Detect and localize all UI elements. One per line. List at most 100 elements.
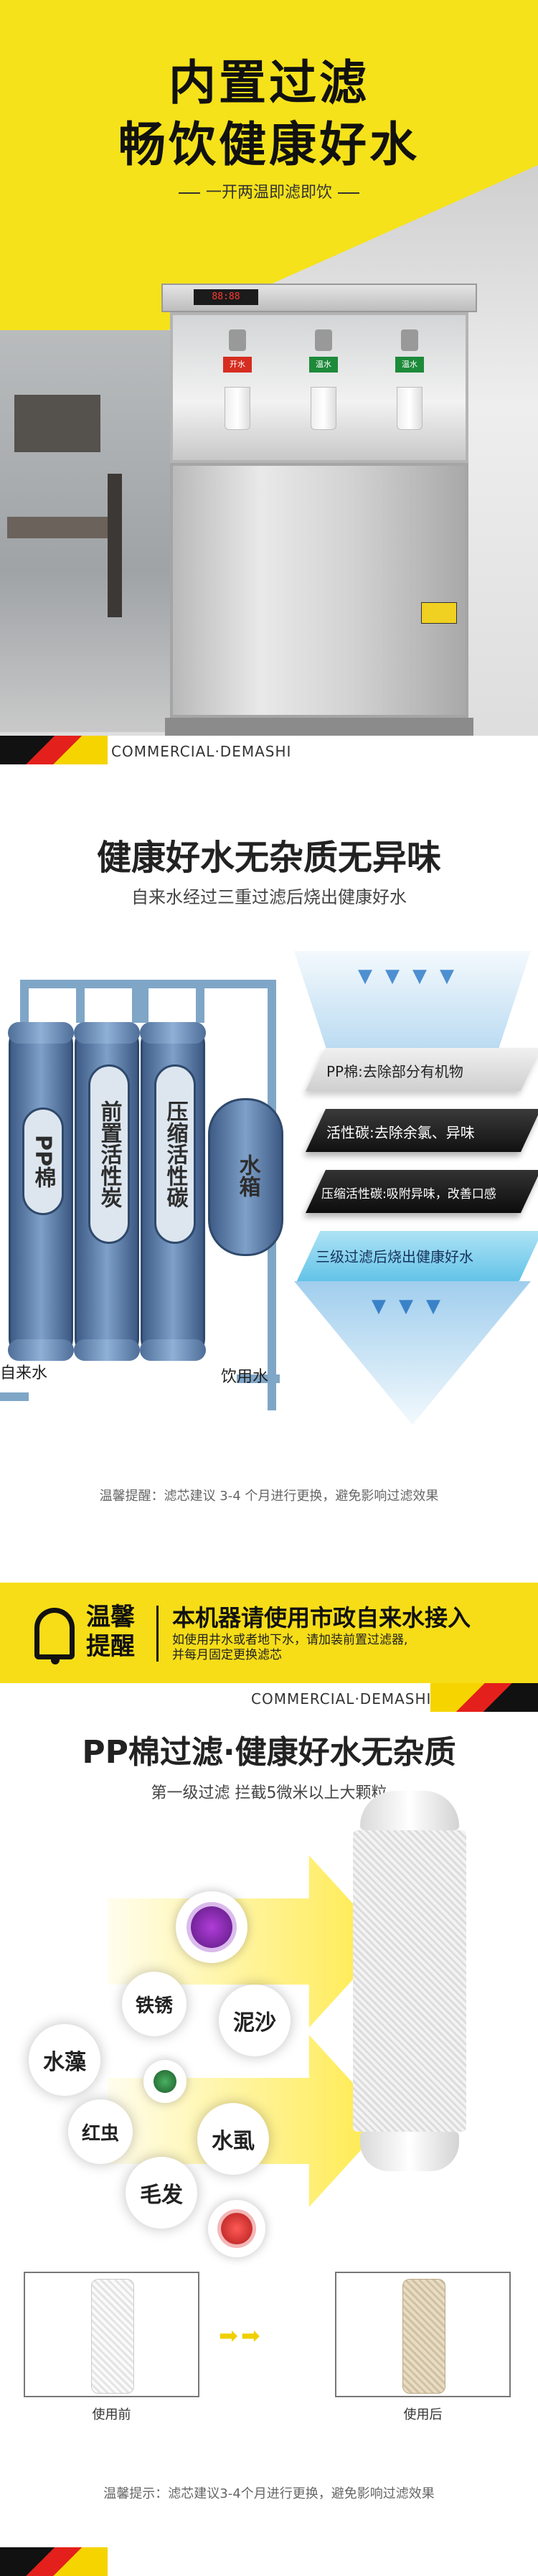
bacteria-icon bbox=[143, 2060, 187, 2103]
layer-label: 压缩活性碳:吸附异味，改善口感 bbox=[321, 1187, 496, 1202]
brand-text: COMMERCIAL·DEMASHI bbox=[251, 1690, 432, 1708]
notice-label-line: 温馨 bbox=[86, 1603, 135, 1631]
bacteria-icon-core bbox=[154, 2070, 176, 2093]
notice-label-line: 提醒 bbox=[86, 1631, 135, 1661]
germ-icon bbox=[208, 2200, 265, 2257]
cartridge-label: 前置活性炭 bbox=[88, 1064, 130, 1244]
cartridge-cap bbox=[360, 1791, 459, 1830]
brand-stripe bbox=[0, 2547, 108, 2576]
cup bbox=[311, 387, 336, 430]
divider bbox=[156, 1606, 159, 1662]
water-dispenser-image: 88:88 开水 温水 温水 bbox=[161, 284, 477, 736]
cup bbox=[225, 387, 250, 430]
brand-bar: COMMERCIAL·DEMASHI bbox=[0, 1683, 538, 1712]
arrow-icon: ➡➡ bbox=[219, 2322, 263, 2349]
pipe bbox=[237, 1374, 280, 1410]
tap-knob bbox=[315, 329, 332, 351]
hero-subtitle-text: 一开两温即滤即饮 bbox=[205, 184, 332, 202]
impurity-bubble: 泥沙 bbox=[219, 1985, 291, 2056]
inlet-label: 自来水 bbox=[0, 1364, 48, 1382]
filter-tip: 温馨提示：滤芯建议3-4个月进行更换，避免影响过滤效果 bbox=[103, 2486, 435, 2501]
impurity-bubble: 水虱 bbox=[197, 2103, 269, 2175]
filter-tip: 温馨提醒：滤芯建议 3-4 个月进行更换，避免影响过滤效果 bbox=[99, 1489, 439, 1504]
pp-filtration-section: PP棉过滤·健康好水无杂质 第一级过滤 拦截5微米以上大颗粒 铁锈 泥沙 水藻 … bbox=[0, 1712, 538, 2576]
funnel-top: ▼▼▼▼ bbox=[294, 951, 531, 1059]
virus-icon bbox=[176, 1891, 247, 1963]
tap-3: 温水 bbox=[388, 329, 431, 437]
tap-label: 温水 bbox=[309, 357, 338, 373]
divider bbox=[338, 192, 359, 194]
pipe bbox=[140, 980, 204, 1023]
dispenser-tap-window: 开水 温水 温水 bbox=[170, 312, 468, 463]
office-desk bbox=[7, 517, 115, 538]
germ-icon-core bbox=[221, 2213, 253, 2244]
compressed-carbon-cartridge: 压缩活性碳 bbox=[140, 1022, 206, 1361]
impurity-bubble: 红虫 bbox=[68, 2099, 133, 2164]
section-title: PP棉过滤·健康好水无杂质 bbox=[82, 1734, 456, 1771]
down-arrows-icon: ▼▼▼ bbox=[372, 1296, 453, 1317]
dispenser-body bbox=[170, 463, 468, 718]
down-arrows-icon: ▼▼▼▼ bbox=[358, 965, 467, 987]
section-title: 健康好水无杂质无异味 bbox=[96, 838, 441, 878]
impurity-bubble: 铁锈 bbox=[122, 1972, 187, 2036]
notice-detail-line: 如使用井水或者地下水，请加装前置过滤器, bbox=[172, 1633, 408, 1647]
impurity-bubble: 毛发 bbox=[126, 2157, 197, 2229]
office-background bbox=[0, 330, 172, 732]
cartridge-cap bbox=[8, 1339, 74, 1361]
water-tank: 水箱 bbox=[208, 1098, 283, 1256]
tap-1: 开水 bbox=[216, 329, 259, 437]
brand-bar: COMMERCIAL·DEMASHI bbox=[0, 736, 538, 764]
dispenser-base bbox=[165, 718, 473, 736]
before-label: 使用前 bbox=[92, 2407, 131, 2422]
section-subtitle: 第一级过滤 拦截5微米以上大颗粒 bbox=[151, 1784, 387, 1802]
pipe bbox=[76, 980, 141, 1023]
outlet-label: 饮用水 bbox=[221, 1368, 269, 1386]
cartridge-cap bbox=[74, 1022, 140, 1044]
funnel-bottom: ▼▼▼ bbox=[294, 1281, 531, 1425]
tap-label: 开水 bbox=[223, 357, 252, 373]
section-subtitle: 自来水经过三重过滤后烧出健康好水 bbox=[131, 887, 407, 907]
cartridge-cap bbox=[8, 1022, 74, 1044]
layer-label: 活性碳:去除余氯、异味 bbox=[326, 1124, 475, 1141]
layer-label: 三级过滤后烧出健康好水 bbox=[316, 1248, 473, 1265]
layer-label: PP棉:去除部分有机物 bbox=[326, 1063, 463, 1080]
notice-label: 温馨 提醒 bbox=[86, 1603, 135, 1662]
after-label: 使用后 bbox=[403, 2407, 443, 2422]
cartridge-cap bbox=[360, 2132, 459, 2171]
bell-icon bbox=[34, 1608, 75, 1664]
cartridge-dirty bbox=[402, 2279, 445, 2394]
tap-2: 温水 bbox=[302, 329, 345, 437]
notice-detail-line: 并每月固定更换滤芯 bbox=[172, 1648, 282, 1663]
cartridge-clean bbox=[91, 2279, 134, 2394]
brand-bar-2: COMMERCIAL·DEMASHI bbox=[0, 1683, 538, 1712]
brand-stripe bbox=[0, 736, 108, 764]
notice-headline: 本机器请使用市政自来水接入 bbox=[172, 1604, 471, 1631]
dispenser-display: 88:88 bbox=[194, 289, 258, 305]
bottom-stripe bbox=[0, 2547, 538, 2576]
brand-stripe bbox=[430, 1683, 538, 1712]
cup bbox=[397, 387, 423, 430]
pp-cartridge: PP棉 bbox=[8, 1022, 74, 1361]
virus-icon-core bbox=[191, 1906, 232, 1948]
after-box bbox=[335, 2272, 511, 2397]
tap-knob bbox=[401, 329, 418, 351]
warning-label bbox=[421, 602, 457, 624]
impurity-bubble: 水藻 bbox=[29, 2024, 100, 2096]
pp-cartridge-image bbox=[353, 1791, 466, 2171]
cartridge-cap bbox=[140, 1022, 206, 1044]
pipe bbox=[0, 1392, 29, 1414]
notice-detail: 如使用井水或者地下水，请加装前置过滤器, 并每月固定更换滤芯 bbox=[172, 1633, 407, 1664]
tap-label: 温水 bbox=[395, 357, 424, 373]
cartridge-label: 压缩活性碳 bbox=[154, 1064, 196, 1244]
cartridge-cap bbox=[140, 1339, 206, 1361]
carbon-cartridge: 前置活性炭 bbox=[74, 1022, 140, 1361]
hero-subtitle: 一开两温即滤即饮 bbox=[0, 179, 538, 202]
before-box bbox=[24, 2272, 199, 2397]
office-desk bbox=[14, 395, 100, 452]
hero-section: 内置过滤 畅饮健康好水 一开两温即滤即饮 88:88 开水 温水 温水 bbox=[0, 0, 538, 764]
divider bbox=[178, 192, 200, 194]
brand-text: COMMERCIAL·DEMASHI bbox=[111, 743, 292, 760]
cartridge-label: PP棉 bbox=[22, 1107, 64, 1215]
filtration-section: 健康好水无杂质无异味 自来水经过三重过滤后烧出健康好水 PP棉 前置活性炭 压缩… bbox=[0, 764, 538, 1583]
hero-title-line1: 内置过滤 bbox=[169, 55, 369, 111]
